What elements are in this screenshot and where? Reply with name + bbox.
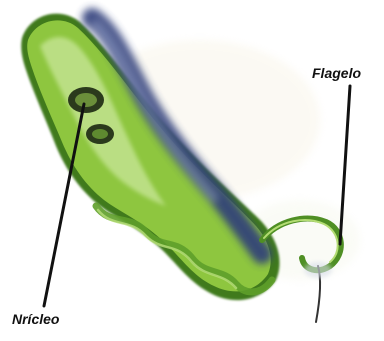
flagellum-label: Flagelo: [312, 66, 361, 80]
flagellum-base-glow: [304, 262, 332, 278]
nucleus-second-inner: [92, 129, 108, 139]
nucleus-label: Nrícleo: [12, 312, 59, 326]
nucleus-inner: [75, 93, 97, 107]
